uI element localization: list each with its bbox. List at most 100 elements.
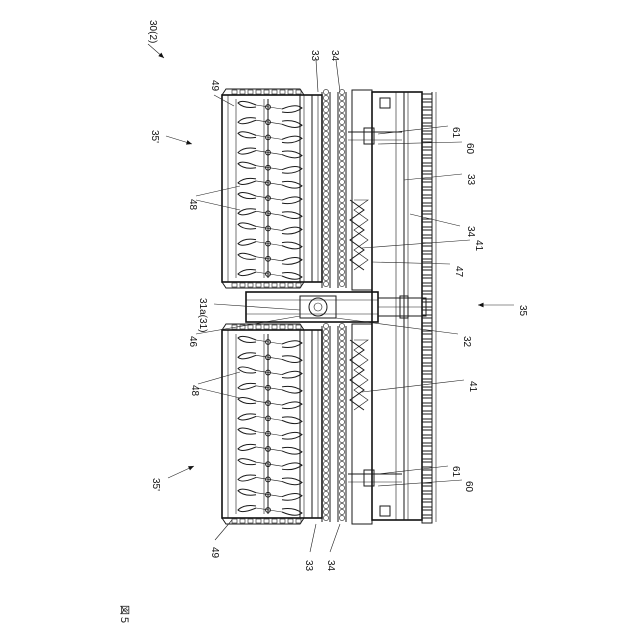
chain-link bbox=[339, 263, 344, 268]
press-tooth bbox=[422, 494, 432, 499]
chain-link bbox=[323, 419, 328, 424]
rotor-tine bbox=[282, 242, 302, 249]
ref-46: 46 bbox=[187, 336, 198, 348]
ref-61-top: 61 bbox=[450, 127, 461, 139]
chain-link bbox=[323, 467, 328, 472]
flange-bolt bbox=[280, 519, 285, 523]
ref-33-top: 33 bbox=[309, 50, 320, 62]
flange-bolt bbox=[256, 325, 261, 329]
chain-link bbox=[339, 275, 344, 280]
chain-link bbox=[339, 395, 344, 400]
rotor-tine bbox=[238, 414, 256, 420]
chain-link bbox=[323, 197, 328, 202]
chain-link bbox=[323, 431, 328, 436]
chain-link bbox=[323, 365, 328, 370]
press-tooth bbox=[422, 182, 432, 187]
chain-link bbox=[323, 143, 328, 148]
rotor-tine bbox=[282, 356, 302, 363]
chain-link bbox=[339, 227, 344, 232]
chain-link bbox=[323, 389, 328, 394]
press-tooth bbox=[422, 422, 432, 427]
press-tooth bbox=[422, 238, 432, 243]
chain-link bbox=[323, 167, 328, 172]
chain-link bbox=[323, 233, 328, 238]
chain-link bbox=[323, 323, 328, 328]
chain-link bbox=[339, 143, 344, 148]
flange-bolt bbox=[288, 519, 293, 523]
flange-bolt bbox=[256, 90, 261, 94]
ref-61-bottom: 61 bbox=[450, 466, 461, 478]
chain-link bbox=[323, 491, 328, 496]
chain-link bbox=[323, 125, 328, 130]
leader-48-top-a bbox=[196, 186, 240, 196]
flange-bolt bbox=[288, 90, 293, 94]
ref-30-2: 30(2) bbox=[147, 20, 158, 43]
flange-bolt bbox=[280, 283, 285, 287]
chain-link bbox=[323, 257, 328, 262]
chain-link bbox=[323, 101, 328, 106]
chain-link bbox=[323, 215, 328, 220]
chain-link bbox=[339, 119, 344, 124]
chain-link bbox=[339, 173, 344, 178]
tine-holder bbox=[256, 386, 282, 390]
chain-link bbox=[323, 359, 328, 364]
press-tooth bbox=[422, 430, 432, 435]
chain-link bbox=[339, 221, 344, 226]
press-tooth bbox=[422, 134, 432, 139]
chain-link bbox=[323, 461, 328, 466]
gearbox-core bbox=[300, 296, 336, 318]
press-tooth bbox=[422, 246, 432, 251]
press-tooth bbox=[422, 342, 432, 347]
chain-link bbox=[339, 89, 344, 94]
chain-link bbox=[323, 443, 328, 448]
ref-48-top: 48 bbox=[187, 199, 198, 211]
leader-31a-31 bbox=[214, 304, 300, 310]
rotor-tine bbox=[238, 253, 256, 259]
rotor-tine bbox=[282, 463, 302, 470]
chain-link bbox=[323, 479, 328, 484]
chain-link bbox=[323, 377, 328, 382]
flange-bolt bbox=[296, 519, 301, 523]
chain-link bbox=[323, 113, 328, 118]
press-tooth bbox=[422, 166, 432, 171]
chain-link bbox=[323, 455, 328, 460]
chain-link bbox=[339, 479, 344, 484]
chain-link bbox=[339, 401, 344, 406]
leader-49-bottom bbox=[215, 520, 232, 540]
chain-link bbox=[323, 485, 328, 490]
rotor-tine bbox=[282, 166, 302, 173]
chain-link bbox=[323, 251, 328, 256]
rotor-tine bbox=[282, 386, 302, 393]
tine-holder bbox=[256, 226, 282, 230]
rotor-tine bbox=[282, 197, 302, 204]
chain-link bbox=[339, 497, 344, 502]
press-tooth bbox=[422, 446, 432, 451]
rotor-tine bbox=[238, 132, 256, 138]
press-tooth bbox=[422, 406, 432, 411]
flange-bolt bbox=[296, 90, 301, 94]
leader-48-bottom-b bbox=[198, 388, 240, 398]
chain-link bbox=[323, 227, 328, 232]
press-tooth bbox=[422, 518, 432, 523]
chain-link bbox=[323, 347, 328, 352]
tine-holder bbox=[256, 493, 282, 497]
chain-link bbox=[339, 449, 344, 454]
flange-bolt bbox=[264, 519, 269, 523]
flange-bolt bbox=[264, 90, 269, 94]
chain-link bbox=[339, 353, 344, 358]
chain-link bbox=[339, 503, 344, 508]
chain-link bbox=[339, 455, 344, 460]
chain-link bbox=[339, 245, 344, 250]
chain-link bbox=[339, 413, 344, 418]
press-tooth bbox=[422, 366, 432, 371]
chain-link bbox=[339, 485, 344, 490]
ref-60-top: 60 bbox=[464, 143, 475, 155]
press-tooth bbox=[422, 462, 432, 467]
leader-34-top bbox=[336, 60, 340, 92]
rotor-tine bbox=[238, 475, 256, 481]
tine-holder bbox=[256, 105, 282, 109]
main-frame bbox=[372, 92, 422, 520]
flange-bolt bbox=[240, 519, 245, 523]
chain-link bbox=[323, 245, 328, 250]
chain-link bbox=[339, 425, 344, 430]
